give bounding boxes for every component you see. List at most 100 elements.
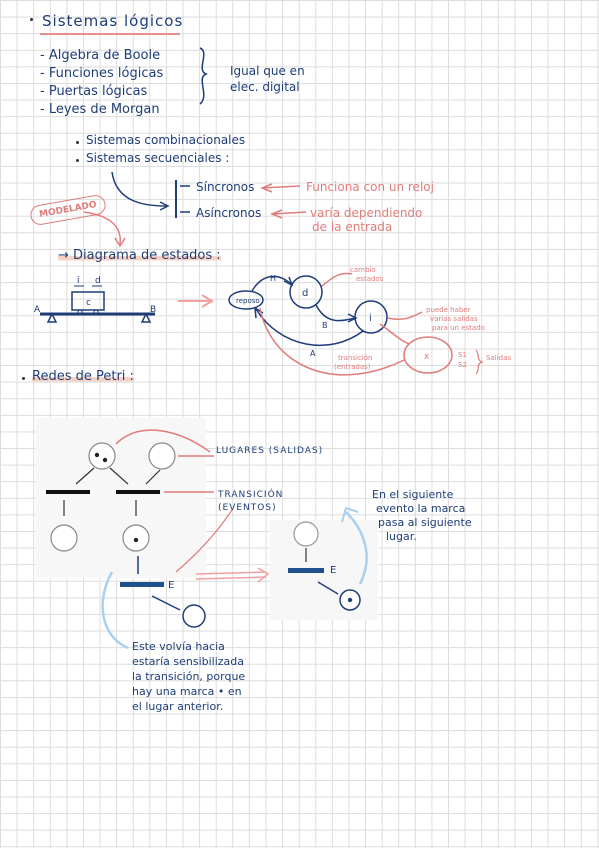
- cambio-line: cambio: [350, 266, 376, 274]
- petri-transition-right: [116, 490, 160, 494]
- intro-brace: [199, 47, 209, 105]
- transicion-arrow-2: [175, 509, 233, 573]
- state-d-label: d: [302, 288, 308, 299]
- state-d: [289, 275, 323, 309]
- edge-h-head: [283, 276, 294, 287]
- sync-note: Funciona con un reloj: [306, 180, 434, 194]
- title-underline: [40, 33, 180, 35]
- petri-token: [94, 452, 100, 458]
- to-next-arrow-head: [257, 567, 270, 583]
- modelado-arrow: [83, 211, 121, 245]
- bottom-note-line: el lugar anterior.: [132, 700, 224, 713]
- transicion-label-line: (EVENTOS): [218, 503, 277, 513]
- edge-b-label: B: [322, 321, 328, 330]
- right-note-line: lugar.: [386, 530, 417, 543]
- bottom-note-line: Este volvía hacia: [132, 640, 225, 653]
- petri-token: [102, 457, 108, 463]
- edge-a-label: A: [310, 349, 316, 358]
- state-reposo: [228, 290, 264, 310]
- state-reposo-label: reposo: [236, 297, 260, 305]
- sync-label: Síncronos: [196, 180, 255, 194]
- petri-transition-left: [46, 490, 90, 494]
- bottom-note-line: la transición, porque: [132, 670, 246, 683]
- petri-bullet: [22, 377, 25, 380]
- edge-b-head: [347, 313, 358, 323]
- salidas-arrow: [387, 311, 423, 321]
- to-next-arrow: [195, 571, 267, 575]
- cart-label-i: i: [77, 276, 80, 286]
- edge-h-label: H: [270, 274, 276, 283]
- petri-place-top-right: [148, 442, 176, 470]
- cart-label-b: B: [150, 305, 156, 315]
- lugares-label: LUGARES (SALIDAS): [216, 446, 324, 456]
- intro-note-line: elec. digital: [230, 80, 300, 94]
- salidas-label: Salidas: [486, 354, 511, 362]
- cart-wheel: [77, 309, 83, 315]
- right-note-line: evento la marca: [376, 502, 466, 515]
- intro-item: - Funciones lógicas: [40, 66, 164, 81]
- petri-event-transition: [120, 582, 164, 587]
- edge-a: [255, 308, 364, 346]
- next-place-top: [293, 521, 319, 547]
- diagram-heading: → Diagrama de estados :: [58, 248, 221, 263]
- systems-arrow-head: [159, 201, 170, 211]
- next-event-label: E: [330, 565, 336, 576]
- state-x-label: x: [424, 352, 430, 362]
- lugares-arrow: [115, 429, 211, 453]
- async-label: Asíncronos: [196, 206, 262, 220]
- systems-bullet: [76, 141, 79, 144]
- bottom-note-line: estaría sensibilizada: [132, 655, 245, 668]
- sync-arrow: [261, 185, 301, 189]
- petri-place-top-left: [88, 442, 116, 470]
- to-states-arrow-head: [201, 294, 214, 308]
- right-note-curve-head: [341, 506, 359, 523]
- systems-item: Sistemas combinacionales: [86, 133, 246, 147]
- salidas-note-line: puede haber: [426, 306, 471, 314]
- async-note-line: de la entrada: [312, 220, 393, 234]
- cart-support-left: [46, 312, 58, 323]
- state-i-label: i: [369, 313, 372, 324]
- right-note-line: pasa al siguiente: [378, 516, 472, 529]
- intro-item: - Leyes de Morgan: [40, 102, 160, 117]
- cart-label-a: A: [34, 305, 41, 315]
- s1-label: S1: [458, 351, 467, 359]
- async-arrow-head: [269, 209, 283, 219]
- bottom-note-line: hay una marca • en: [132, 685, 242, 698]
- edge-i-x: [379, 323, 411, 345]
- transicion-label-line: TRANSICIÓN: [218, 490, 284, 500]
- petri-arc: [109, 467, 129, 485]
- edge-h: [251, 275, 292, 292]
- title-bullet: [30, 18, 33, 21]
- cambio-arrow: [321, 272, 353, 287]
- cart-label-c: c: [86, 298, 91, 308]
- intro-item: - Puertas lógicas: [40, 84, 148, 99]
- s2-label: S2: [458, 361, 467, 369]
- cart-support-right: [140, 312, 152, 323]
- systems-item: Sistemas secuenciales :: [86, 151, 230, 165]
- next-token: [347, 597, 353, 603]
- page-title: Sistemas lógicos: [42, 12, 184, 30]
- edge-b: [315, 304, 356, 322]
- petri-heading: Redes de Petri :: [32, 369, 134, 384]
- bottom-note-curve: [101, 571, 129, 650]
- event-label: E: [168, 580, 174, 591]
- salidas-note-line: varias salidas: [430, 315, 478, 323]
- systems-arrow: [111, 171, 167, 207]
- transicion-line: (entradas): [334, 363, 371, 371]
- to-next-arrow: [195, 576, 267, 580]
- transicion-line: transición: [338, 354, 372, 362]
- petri-arc: [75, 467, 95, 485]
- state-x: [403, 336, 453, 374]
- cart-label-d: d: [95, 276, 101, 286]
- cart-box: [71, 291, 105, 311]
- cart-wheel: [93, 309, 99, 315]
- petri-place-out: [182, 604, 206, 628]
- petri-arc: [145, 469, 161, 485]
- petri-arc-event-out: [151, 595, 181, 611]
- salidas-brace: [475, 349, 484, 375]
- right-note-line: En el siguiente: [372, 488, 454, 501]
- modelado-arrow-head: [114, 237, 126, 248]
- next-transition: [288, 568, 324, 573]
- sync-arrow-head: [259, 183, 273, 193]
